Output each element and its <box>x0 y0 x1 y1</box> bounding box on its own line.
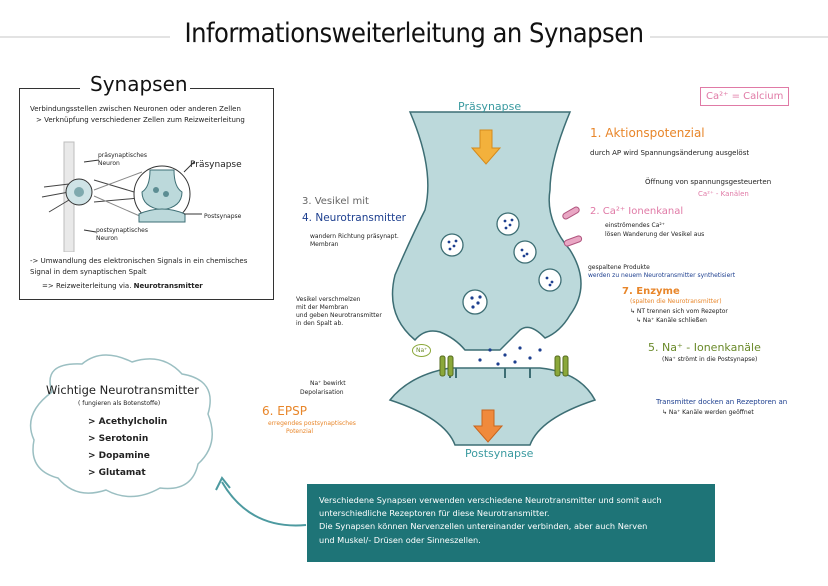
info-line: Verschiedene Synapsen verwenden verschie… <box>319 495 662 505</box>
cloud-shape <box>29 354 213 498</box>
step7-text-2: ↳ NT trennen sich vom Rezeptor <box>630 308 728 315</box>
info-line: Die Synapsen können Nervenzellen unterei… <box>319 521 648 532</box>
neuron-sketch <box>41 141 202 252</box>
synapsen-definition-2: > Verknüpfung verschiedener Zellen zum R… <box>36 116 245 124</box>
praesynapse-label: Präsynapse <box>458 100 522 113</box>
step6-text-1: erregendes postsynaptisches <box>268 420 356 427</box>
transmitter-text-2: ↳ Na⁺ Kanäle werden geöffnet <box>662 409 754 416</box>
title-rule-right <box>650 36 828 38</box>
na-bewirkt-2: Depolarisation <box>300 389 344 396</box>
nt-item: > Serotonin <box>88 434 149 444</box>
step7-text-1: (spalten die Neurotransmitter) <box>630 298 722 305</box>
reiz-prefix: => Reizweiterleitung via. <box>42 282 132 290</box>
fuse-text: Vesikel verschmelzen mit der Membran und… <box>296 296 382 328</box>
reiz-bold: Neurotransmitter <box>133 282 203 290</box>
neurotransmitter-list: > Acethylcholin > Serotonin > Dopamine >… <box>88 414 167 482</box>
step4-title: 4. Neurotransmitter <box>302 212 406 224</box>
synapsen-reizweiterleitung: => Reizweiterleitung via. Neurotransmitt… <box>42 281 203 291</box>
info-line: unterschiedliche Rezeptoren für diese Ne… <box>319 508 550 519</box>
label-postsynapse-small: Postsynapse <box>204 213 242 220</box>
step2-title: 2. Ca²⁺ Ionenkanal <box>590 206 684 217</box>
postsynapse-label: Postsynapse <box>465 447 534 460</box>
label-praesynapse-small: Präsynapse <box>190 160 242 170</box>
synapse-diagram <box>388 111 597 446</box>
curved-arrow <box>215 476 307 527</box>
step1-text-2: Öffnung von spannungsgesteuerten <box>645 178 772 186</box>
na-bewirkt-1: Na⁺ bewirkt <box>310 380 346 387</box>
cloud-subheading: ( fungieren als Botenstoffe) <box>78 400 161 407</box>
step6-text-2: Potenzial <box>286 428 314 435</box>
synapsen-heading: Synapsen <box>90 72 188 96</box>
step3-title: 3. Vesikel mit <box>302 196 369 207</box>
label-postsyn-neuron: postsynaptisches Neuron <box>96 227 148 242</box>
fuse-line: Vesikel verschmelzen <box>296 296 361 303</box>
stored-text-1: gespaltene Produkte <box>588 264 650 271</box>
page-title: Informationsweiterleitung an Synapsen <box>184 18 644 49</box>
step1-text: durch AP wird Spannungsänderung ausgelös… <box>590 149 750 157</box>
step7-title: 7. Enzyme <box>622 286 680 297</box>
synapsen-umwandlung-2: Signal in dem synaptischen Spalt <box>30 268 147 276</box>
step1-text-3: Ca²⁺ - Kanälen <box>698 190 749 198</box>
info-box: Verschiedene Synapsen verwenden verschie… <box>307 484 715 562</box>
calcium-note: Ca²⁺ = Calcium <box>700 87 790 106</box>
nt-item: > Glutamat <box>88 468 146 478</box>
step4-text-1: wandern Richtung präsynapt. <box>310 233 399 240</box>
stored-text-2: werden zu neuem Neurotransmitter synthet… <box>588 272 736 279</box>
nt-item: > Acethylcholin <box>88 417 168 427</box>
transmitter-text-1: Transmitter docken an Rezeptoren an <box>656 398 788 406</box>
title-rule-left <box>0 36 170 38</box>
synapsen-umwandlung: -> Umwandlung des elektronischen Signals… <box>30 257 248 265</box>
synapsen-heading-bg <box>80 72 190 100</box>
step2-text-1: einströmendes Ca²⁺ <box>605 222 665 229</box>
step6-title: 6. EPSP <box>262 404 307 418</box>
label-praesyn-neuron: präsynaptisches Neuron <box>98 152 147 167</box>
na-marker: Na⁺ <box>412 344 432 357</box>
info-line: und Muskel/- Drüsen oder Sinneszellen. <box>319 534 481 545</box>
fuse-line: und geben Neurotransmitter <box>296 312 382 319</box>
step4-text-2: Membran <box>310 241 339 248</box>
step2-text-2: lösen Wanderung der Vesikel aus <box>605 231 705 238</box>
fuse-line: mit der Membran <box>296 304 349 311</box>
nt-item: > Dopamine <box>88 451 150 461</box>
fuse-line: in den Spalt ab. <box>296 320 344 327</box>
cloud-heading: Wichtige Neurotransmitter <box>46 383 199 397</box>
step5-title: 5. Na⁺ - Ionenkanäle <box>648 341 761 354</box>
synapsen-definition: Verbindungsstellen zwischen Neuronen ode… <box>30 105 241 113</box>
step7-text-3: ↳ Na⁺ Kanäle schließen <box>636 317 707 324</box>
step1-title: 1. Aktionspotenzial <box>590 126 705 140</box>
step5-text: (Na⁺ strömt in die Postsynapse) <box>662 356 758 363</box>
